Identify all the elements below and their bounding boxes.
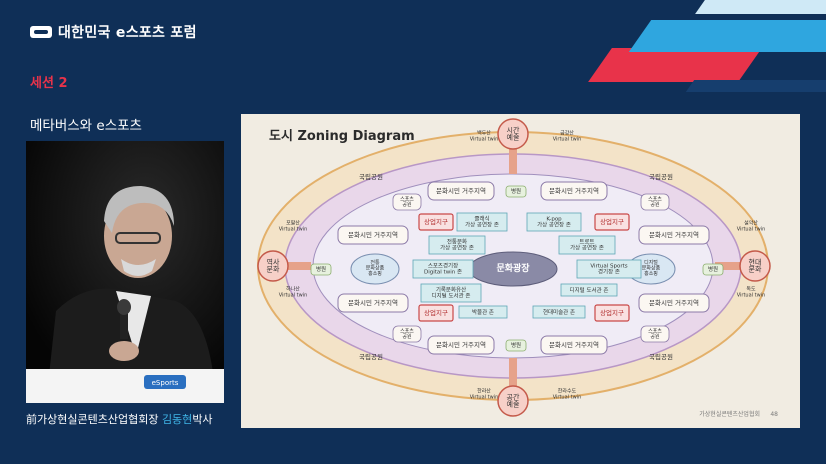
residential-label-2: 문화시민 거주지역 — [348, 230, 398, 239]
decor-stripe-light — [695, 0, 826, 14]
park-label-1: 국립공원 — [649, 172, 673, 181]
commercial-label-2: 상업지구 — [424, 308, 448, 317]
hospital-label-0: 병원 — [511, 187, 521, 195]
park-label-0: 국립공원 — [359, 172, 383, 181]
zone-art-museum-label: 현대미술관 존 — [543, 308, 575, 316]
commercial-label-0: 상업지구 — [424, 217, 448, 226]
slide-title: 도시 Zoning Diagram — [269, 129, 415, 144]
hospital-label-3: 병원 — [708, 265, 718, 273]
decor-stripe-dark — [685, 80, 826, 92]
residential-label-0: 문화시민 거주지역 — [436, 186, 486, 195]
node-history-culture — [257, 250, 289, 282]
commercial-label-3: 상업지구 — [600, 308, 624, 317]
speaker-video: eSports — [26, 141, 224, 403]
residential-label-3: 문화시민 거주지역 — [649, 230, 699, 239]
presentation-slide: 도시 Zoning Diagram — [241, 114, 800, 428]
hospital-label-2: 병원 — [316, 265, 326, 273]
residential-label-7: 문화시민 거주지역 — [549, 340, 599, 349]
residential-label-6: 문화시민 거주지역 — [436, 340, 486, 349]
sports-park-boxes — [392, 193, 670, 343]
commercial-boxes — [418, 213, 630, 322]
residential-label-5: 문화시민 거주지역 — [649, 298, 699, 307]
commercial-label-1: 상업지구 — [600, 217, 624, 226]
park-label-2: 국립공원 — [359, 352, 383, 361]
speaker-honorific: 박사 — [192, 413, 213, 426]
podium-logo: eSports — [152, 379, 179, 387]
residential-label-1: 문화시민 거주지역 — [549, 186, 599, 195]
center-plaza-label: 문화광장 — [496, 262, 530, 274]
session-label: 세션 2 — [30, 76, 68, 91]
topic-title: 메타버스와 e스포츠 — [30, 118, 142, 134]
node-space-art — [497, 385, 529, 417]
forum-title: 대한민국 e스포츠 포럼 — [58, 25, 197, 41]
zone-digital-library-label: 디지털 도서관 존 — [570, 286, 609, 294]
hospital-boxes — [310, 185, 724, 352]
speaker-title: 前가상현실콘텐츠산업협회장 — [26, 413, 162, 426]
residential-boxes — [337, 181, 710, 355]
speaker-name: 김동현 — [161, 413, 193, 426]
decor-stripe-red — [588, 48, 762, 82]
park-label-3: 국립공원 — [649, 352, 673, 361]
slide-page-number: 48 — [770, 411, 778, 418]
residential-label-4: 문화시민 거주지역 — [348, 298, 398, 307]
brand: 대한민국 e스포츠 포럼 — [30, 22, 197, 42]
node-traditional-shopping — [350, 253, 400, 285]
decor-stripe-blue — [628, 20, 826, 52]
node-time-art — [497, 118, 529, 150]
slide-footer: 가상현실콘텐츠산업협회 — [699, 411, 760, 418]
zone-museum-label: 박물관 존 — [472, 308, 494, 316]
speaker-image: eSports — [26, 141, 224, 403]
forum-logo-icon — [30, 26, 52, 38]
hospital-label-1: 병원 — [511, 341, 521, 349]
node-modern-culture — [739, 250, 771, 282]
speaker-caption: 前가상현실콘텐츠산업협회장 김동현박사 — [26, 411, 213, 427]
zone-boxes — [412, 212, 642, 319]
